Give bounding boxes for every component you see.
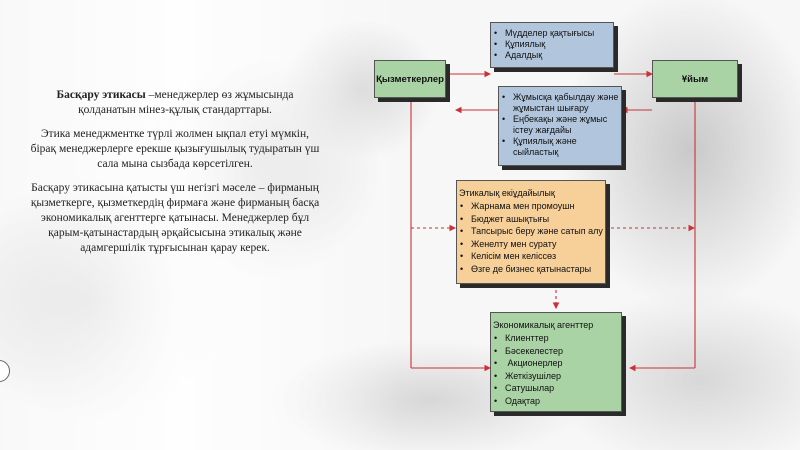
list-item: Женелту мен сурату: [457, 238, 605, 251]
left-text-panel: Басқару этикасы –менеджерлер өз жұмысынд…: [30, 88, 320, 265]
list-item: Одақтар: [491, 395, 621, 408]
list-item: Өзге де бизнес қатынастары: [457, 263, 605, 276]
economic-agents-list: Клиенттер Бәсекелестер Акционерлер Жеткі…: [491, 332, 621, 407]
list-item: Жұмысқа қабылдау және жұмыстан шығару: [499, 92, 621, 114]
list-item: Сатушылар: [491, 382, 621, 395]
ethical-dilemma-list: Жарнама мен промоушн Бюджет ашықтығы Тап…: [457, 200, 605, 275]
economic-agents-title: Экономикалық агенттер: [493, 320, 594, 330]
organization-box: Ұйым: [652, 60, 738, 98]
list-item: Құпиялық: [491, 39, 613, 50]
definition-term: Басқару этикасы: [56, 89, 146, 101]
list-item: Адалдық: [491, 50, 613, 61]
economic-agents-box: Экономикалық агенттер Клиенттер Бәсекеле…: [490, 312, 622, 412]
list-item: Мүдделер қақтығысы: [491, 28, 613, 39]
list-item: Жарнама мен промоушн: [457, 200, 605, 213]
list-item: Клиенттер: [491, 332, 621, 345]
list-item: Акционерлер: [491, 357, 621, 370]
employees-label: Қызметкерлер: [376, 73, 444, 85]
definition-text: –менеджерлер өз жұмысында қолданатын мін…: [78, 89, 294, 116]
ethics-influence-paragraph: Этика менеджментке түрлі жолмен ықпал ет…: [30, 128, 320, 170]
ethical-dilemma-box: Этикалық екіұдайылық Жарнама мен промоуш…: [456, 180, 606, 284]
list-item: Тапсырыс беру және сатып алу: [457, 225, 605, 238]
main-issues-paragraph: Басқару этикасына қатысты үш негізгі мәс…: [30, 182, 320, 254]
employee-to-firm-box: Мүдделер қақтығысы Құпиялық Адалдық: [490, 22, 614, 68]
list-item: Құпиялық және сыйластық: [499, 136, 621, 158]
list-item: Жеткізушілер: [491, 370, 621, 383]
list-item: Еңбекақы және жұмыс істеу жағдайы: [499, 114, 621, 136]
employee-to-firm-list: Мүдделер қақтығысы Құпиялық Адалдық: [491, 28, 613, 61]
list-item: Бюджет ашықтығы: [457, 213, 605, 226]
list-item: Келісім мен келіссөз: [457, 250, 605, 263]
employees-box: Қызметкерлер: [374, 60, 446, 98]
ethical-dilemma-title: Этикалық екіұдайылық: [459, 188, 555, 198]
firm-to-employee-box: Жұмысқа қабылдау және жұмыстан шығару Ең…: [498, 86, 622, 166]
list-item: Бәсекелестер: [491, 345, 621, 358]
organization-label: Ұйым: [681, 73, 709, 85]
definition-paragraph: Басқару этикасы –менеджерлер өз жұмысынд…: [30, 88, 320, 118]
firm-to-employee-list: Жұмысқа қабылдау және жұмыстан шығару Ең…: [499, 92, 621, 158]
